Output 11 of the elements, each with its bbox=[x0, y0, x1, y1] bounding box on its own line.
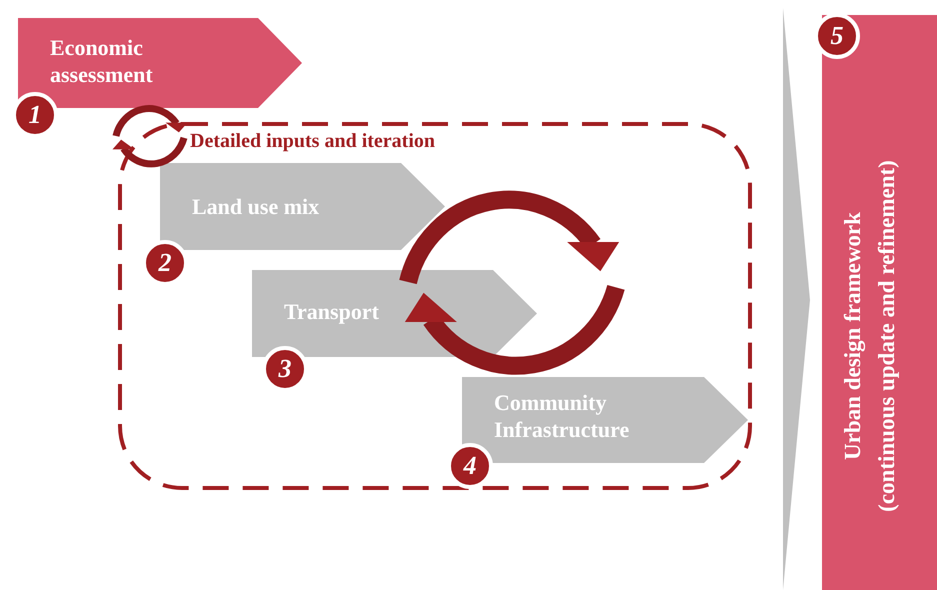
step-label: Transport bbox=[284, 298, 380, 325]
dashed-group-boundary bbox=[118, 122, 752, 490]
step-banner bbox=[252, 270, 537, 357]
step-label: Land use mix bbox=[192, 193, 320, 220]
step-label: Community Infrastructure bbox=[494, 389, 630, 443]
step-banner bbox=[160, 163, 445, 250]
step-label: (continuous update and refinement) bbox=[873, 158, 900, 514]
flow-chevron-arrow bbox=[783, 8, 810, 590]
step-label: Urban design framework bbox=[839, 210, 866, 462]
group-title: Detailed inputs and iteration bbox=[190, 129, 436, 154]
step-label: Economic assessment bbox=[50, 34, 154, 88]
